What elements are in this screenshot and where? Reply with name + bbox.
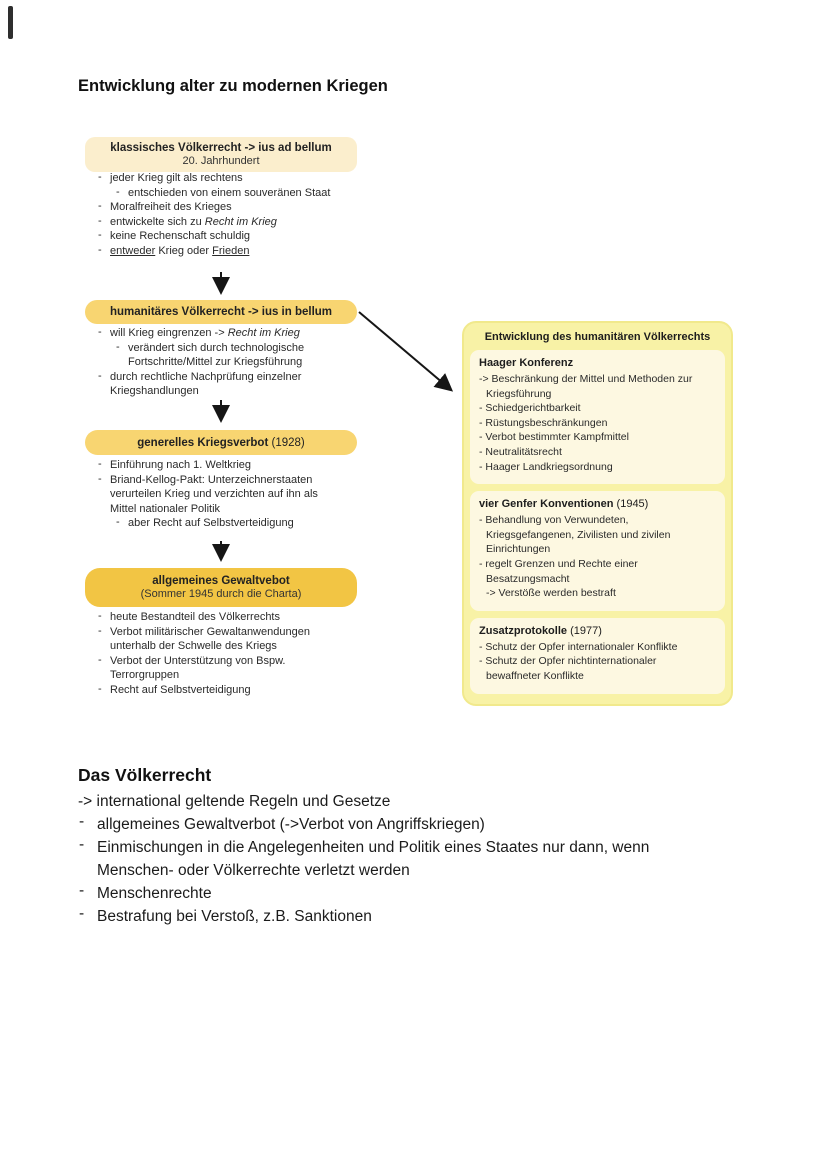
list-item: Bestrafung bei Verstoß, z.B. Sanktionen [78,902,768,928]
panel-card-haager-konferenz: Haager Konferenz -> Beschränkung der Mit… [470,350,725,485]
list-item: - Neutralitätsrecht [479,445,562,458]
panel-card-zusatzprotokolle: Zusatzprotokolle (1977) - Schutz der Opf… [470,617,725,694]
list-item: - regelt Grenzen und Rechte einer [479,557,638,570]
list-item: unterhalb der Schwelle des Kriegs [110,640,277,653]
card-title: vier Genfer Konventionen (1945) [479,498,649,511]
list-item: verändert sich durch technologische [95,340,363,356]
card-lines: - Behandlung von Verwundeten,Kriegsgefan… [479,513,716,601]
list-item: Fortschritte/Mittel zur Kriegsführung [128,356,303,369]
list-item: Besatzungsmacht [486,572,570,585]
list-item: entschieden von einem souveränen Staat [95,185,363,201]
list-item: - Schutz der Opfer internationaler Konfl… [479,640,678,653]
list-item: Recht auf Selbstverteidigung [95,682,363,698]
panel-card-genfer-konventionen: vier Genfer Konventionen (1945) - Behand… [470,491,725,611]
flow-box-humanitaeres-voelkerrecht: humanitäres Völkerrecht -> ius in bellum [85,300,357,324]
arrow-to-panel [358,311,454,392]
list-item: -> international geltende Regeln und Ges… [78,793,391,810]
list-item: -> Beschränkung der Mittel und Methoden … [479,373,693,385]
card-title: Zusatzprotokolle (1977) [479,624,602,637]
box-title: allgemeines Gewaltvebot [152,574,290,587]
panel-humanitaeres-voelkerrecht: Entwicklung des humanitären Völkerrechts… [462,321,733,706]
list-item: - Rüstungsbeschränkungen [479,416,608,429]
flow-box-allgemeines-gewaltverbot: allgemeines Gewaltvebot (Sommer 1945 dur… [85,568,357,607]
list-item: -> Verstöße werden bestraft [486,587,616,600]
list-generelles-kriegsverbot: Einführung nach 1. WeltkriegBriand-Kello… [95,457,363,531]
list-item: Kriegshandlungen [110,385,199,398]
list-item: - Schiedgerichtbarkeit [479,402,581,415]
list-item: Einrichtungen [486,543,551,556]
list-item: entwickelte sich zu Recht im Krieg [95,214,363,230]
list-item: Moralfreiheit des Krieges [95,199,363,215]
list-item: Menschen- oder Völkerrechte verletzt wer… [97,862,410,879]
list-item: Terrorgruppen [110,669,180,682]
list-item: Verbot der Unterstützung von Bspw. [95,653,363,669]
list-item: - Verbot bestimmter Kampfmittel [479,431,629,444]
list-item: jeder Krieg gilt als rechtens [95,170,363,186]
list-item: Mittel nationaler Politik [110,502,221,515]
section-title-das-voelkerrecht: Das Völkerrecht [78,765,212,785]
card-lines: - Schutz der Opfer internationaler Konfl… [479,640,716,684]
list-item: allgemeines Gewaltverbot (->Verbot von A… [78,810,768,836]
list-item: aber Recht auf Selbstverteidigung [95,515,363,531]
box-title: klassisches Völkerrecht -> ius ad bellum [110,141,332,154]
box-subtitle: (Sommer 1945 durch die Charta) [140,587,302,600]
card-lines: -> Beschränkung der Mittel und Methoden … [479,372,716,474]
panel-title: Entwicklung des humanitären Völkerrechts [484,331,711,343]
list-item: - Behandlung von Verwundeten, [479,514,629,527]
list-item: Briand-Kellog-Pakt: Unterzeichnerstaaten [95,472,363,488]
list-item: durch rechtliche Nachprüfung einzelner [95,369,363,385]
list-item: bewaffneter Konflikte [486,669,584,682]
list-allgemeines-gewaltverbot: heute Bestandteil des VölkerrechtsVerbot… [95,609,363,698]
page-title: Entwicklung alter zu modernen Kriegen [78,77,388,95]
list-item: verurteilen Krieg und verzichten auf ihn… [110,488,318,501]
list-klassisches-voelkerrecht: jeder Krieg gilt als rechtensentschieden… [95,170,363,259]
flow-box-generelles-kriegsverbot: generelles Kriegsverbot (1928) [85,430,357,455]
list-item: Kriegsführung [486,387,552,400]
list-item: keine Rechenschaft schuldig [95,228,363,244]
list-item: Menschenrechte [78,879,768,905]
list-item: heute Bestandteil des Völkerrechts [95,609,363,625]
list-item: Kriegsgefangenen, Zivilisten und zivilen [486,528,671,541]
card-title: Haager Konferenz [479,357,574,369]
list-das-voelkerrecht: -> international geltende Regeln und Ges… [78,790,768,928]
list-item: Verbot militärischer Gewaltanwendungen [95,624,363,640]
list-item: will Krieg eingrenzen -> Recht im Krieg [95,325,363,341]
list-humanitaeres-voelkerrecht: will Krieg eingrenzen -> Recht im Kriegv… [95,325,363,399]
flow-box-klassisches-voelkerrecht: klassisches Völkerrecht -> ius ad bellum… [85,137,357,172]
list-item: entweder Krieg oder Frieden [95,243,363,259]
ink-mark [8,6,13,39]
box-title: humanitäres Völkerrecht -> ius in bellum [109,306,333,318]
list-item: Einführung nach 1. Weltkrieg [95,457,363,473]
box-title: generelles Kriegsverbot (1928) [137,436,305,449]
list-item: - Haager Landkriegsordnung [479,460,613,473]
list-item: Einmischungen in die Angelegenheiten und… [78,833,768,859]
box-subtitle: 20. Jahrhundert [182,154,260,167]
list-item: - Schutz der Opfer nichtinternationaler [479,655,657,668]
